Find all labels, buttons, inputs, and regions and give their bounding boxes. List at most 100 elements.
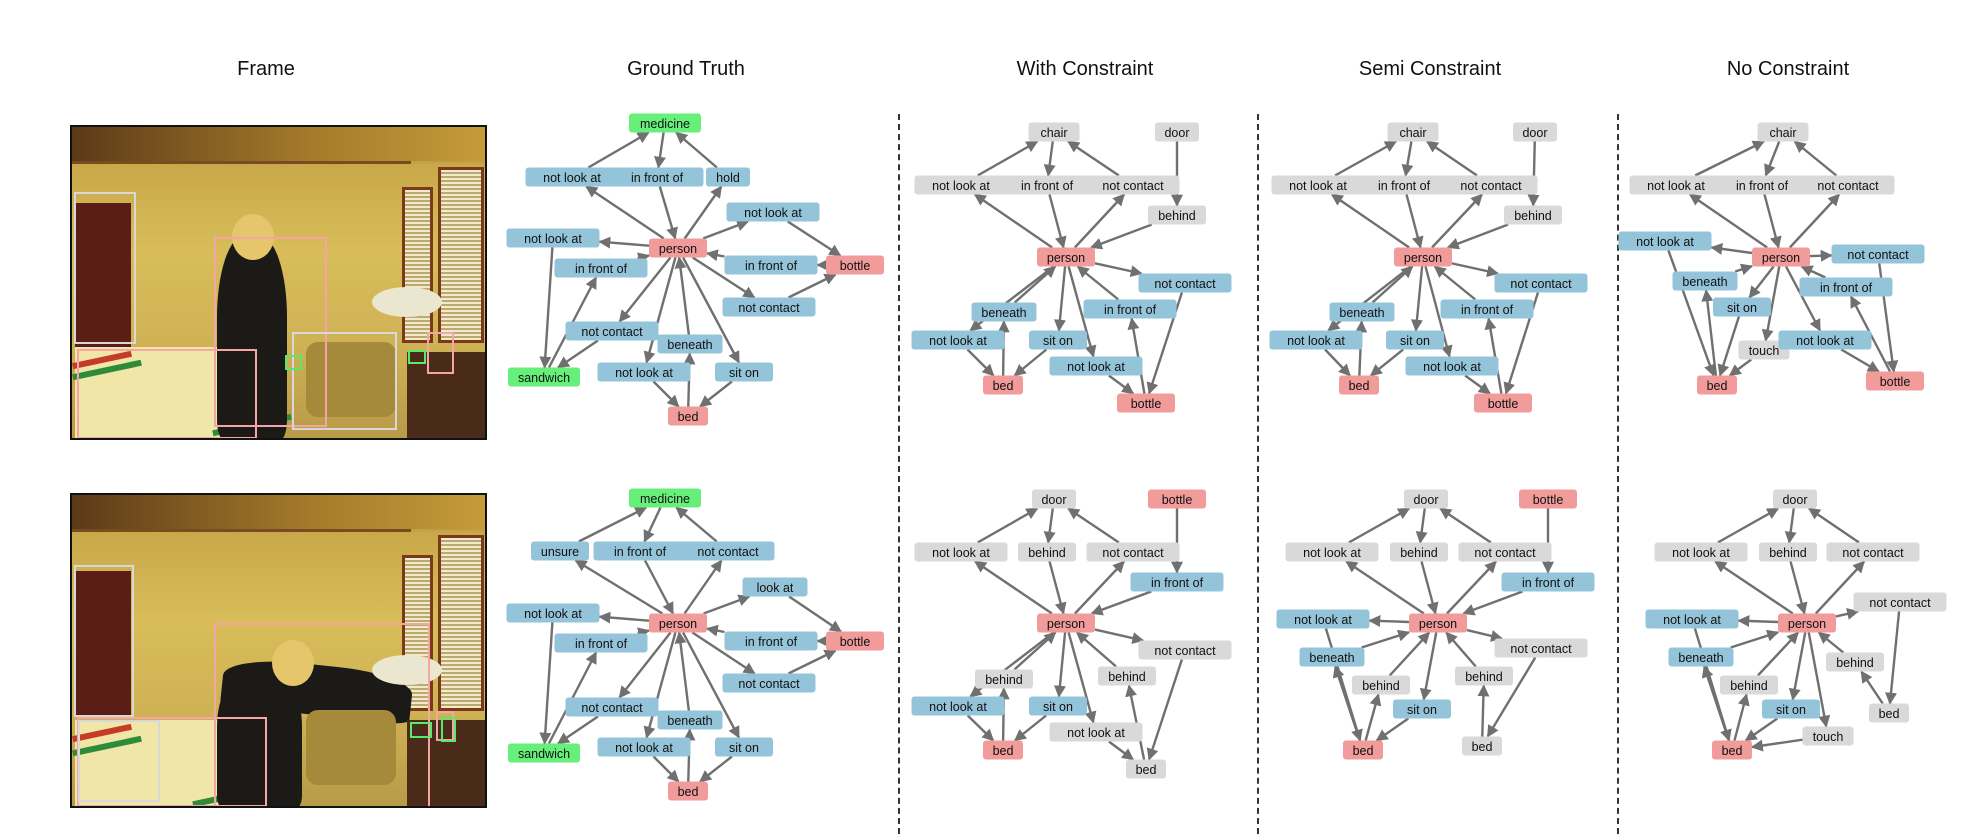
node-ifo: in front of (1130, 572, 1224, 592)
node-box (554, 258, 648, 278)
node-label: person (1419, 617, 1457, 631)
bbox-sandwich (285, 355, 302, 370)
edge-bottle-to-ifo2 (1484, 317, 1503, 394)
node-box (1738, 340, 1790, 360)
edge-person-to-touch (1761, 266, 1781, 342)
column-title-no-constraint: No Constraint (1726, 58, 1850, 80)
node-label: not look at (1796, 334, 1854, 348)
edge-ifo1-to-person (1048, 194, 1067, 249)
node-label: sit on (729, 741, 759, 755)
node-label: bed (1353, 744, 1374, 758)
edge-person-to-nc2 (618, 631, 672, 699)
node-box (1148, 205, 1206, 225)
node-ifo3: in front of (724, 255, 818, 275)
node-nc2: not contact (1853, 592, 1947, 612)
node-box (1759, 542, 1817, 562)
bbox-sandwich (441, 717, 456, 742)
edge-person-to-nla4 (643, 632, 677, 739)
node-box (1462, 736, 1502, 756)
node-label: in front of (1736, 179, 1789, 193)
edge-nc0-to-medicine (675, 506, 718, 543)
node-label: chair (1399, 126, 1426, 140)
node-nc1: not contact (1086, 175, 1180, 195)
edge-nla1-to-door (977, 507, 1039, 544)
node-box (1474, 393, 1532, 413)
node-door: door (1032, 489, 1076, 509)
edge-nc1-to-door (1807, 507, 1860, 544)
edge-bed-to-beneath (1332, 665, 1361, 741)
node-box (726, 202, 820, 222)
node-box (597, 737, 691, 757)
dresser (407, 352, 485, 438)
node-bottle: bottle (1519, 489, 1577, 509)
edge-siton-to-bed (1369, 348, 1404, 377)
node-beneath: beneath (657, 710, 723, 730)
node-label: not contact (1102, 546, 1164, 560)
edge-chair-to-ifo1 (1401, 141, 1414, 177)
edge-person-to-siton (1748, 265, 1775, 299)
bbox-bed (77, 349, 257, 438)
node-label: touch (1749, 344, 1780, 358)
chair-region (306, 342, 396, 417)
node-box (1778, 330, 1872, 350)
edge-bed-to-beneath (1701, 289, 1718, 376)
node-box (1049, 722, 1143, 742)
node-person: person (1037, 247, 1095, 267)
column-title-semi-constraint: Semi Constraint (1358, 58, 1502, 80)
node-box (1440, 299, 1534, 319)
node-person: person (649, 613, 707, 633)
node-box (1387, 122, 1439, 142)
node-box (911, 330, 1005, 350)
node-box (681, 541, 775, 561)
node-bed2: bed (1462, 736, 1502, 756)
node-label: not look at (744, 206, 802, 220)
node-box (629, 488, 701, 508)
node-box (983, 740, 1023, 760)
edge-person-to-siton (1419, 632, 1438, 701)
node-box (668, 781, 708, 801)
node-label: hold (716, 171, 740, 185)
node-label: beneath (667, 714, 712, 728)
node-person: person (649, 238, 707, 258)
node-box (597, 362, 691, 382)
edge-behind2-to-person (1757, 631, 1799, 677)
node-box (1276, 609, 1370, 629)
node-label: in front of (575, 637, 628, 651)
node-medicine: medicine (629, 113, 701, 133)
node-nla2: not look at (1276, 609, 1370, 629)
node-siton: sit on (1762, 699, 1820, 719)
node-nc1: not contact (1801, 175, 1895, 195)
window (438, 535, 484, 711)
edge-bed2-to-behind3 (1860, 670, 1884, 705)
node-behind1: behind (1759, 542, 1817, 562)
node-box (1148, 489, 1206, 509)
bbox-door (74, 192, 136, 344)
edge-person-to-nc1 (1074, 560, 1125, 615)
edge-person-to-nla1 (1330, 193, 1410, 249)
node-label: beneath (667, 338, 712, 352)
edge-behind-to-person (1446, 223, 1509, 250)
node-label: not look at (1067, 726, 1125, 740)
node-label: sit on (729, 366, 759, 380)
edge-nc1-to-chair (1793, 140, 1838, 177)
node-behind3: behind (1826, 652, 1884, 672)
node-label: medicine (640, 492, 690, 506)
node-box (724, 255, 818, 275)
edge-nla3-to-bottle (1464, 374, 1491, 395)
node-label: not contact (1474, 546, 1536, 560)
node-label: not look at (1672, 546, 1730, 560)
edge-person-to-nla3 (702, 219, 750, 240)
node-box (971, 302, 1037, 322)
node-label: not contact (1510, 642, 1572, 656)
node-label: in front of (745, 259, 798, 273)
node-label: beneath (1682, 275, 1727, 289)
node-box (1285, 542, 1379, 562)
node-box (1778, 613, 1836, 633)
node-behind1: behind (1390, 542, 1448, 562)
node-label: door (1413, 493, 1438, 507)
node-box (1155, 122, 1199, 142)
node-box (1773, 489, 1817, 509)
